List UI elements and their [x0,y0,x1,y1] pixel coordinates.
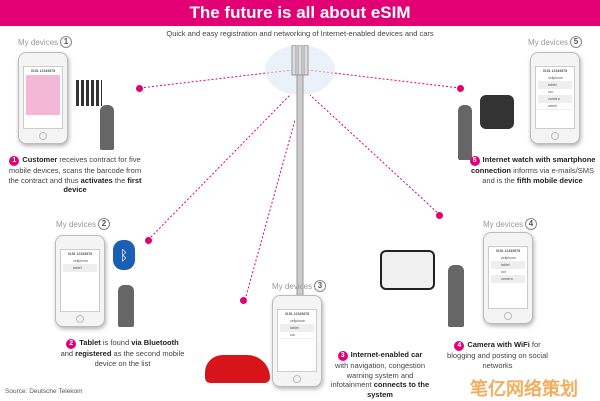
watermark: 笔亿网络策划 [470,379,578,399]
signal-dot [436,212,443,219]
subtitle: Quick and easy registration and networki… [166,29,434,38]
tablet-user-figure [118,285,134,327]
watch-user-figure [458,105,472,160]
phone-1: 0151 12345678 [18,52,68,144]
signal-dot [457,85,464,92]
car-icon [205,355,270,383]
camera-user-figure [448,265,464,327]
page-title: The future is all about eSIM [0,0,600,26]
qr-code-icon [76,80,102,106]
signal-dot [145,237,152,244]
customer-figure [100,105,114,150]
camera-icon [380,250,435,290]
signal-dot [240,297,247,304]
signal-dot [136,85,143,92]
smartwatch-icon [480,95,514,129]
source-note: Source: Deutsche Telekom [5,388,83,395]
bluetooth-icon: ᛒ [113,240,135,270]
